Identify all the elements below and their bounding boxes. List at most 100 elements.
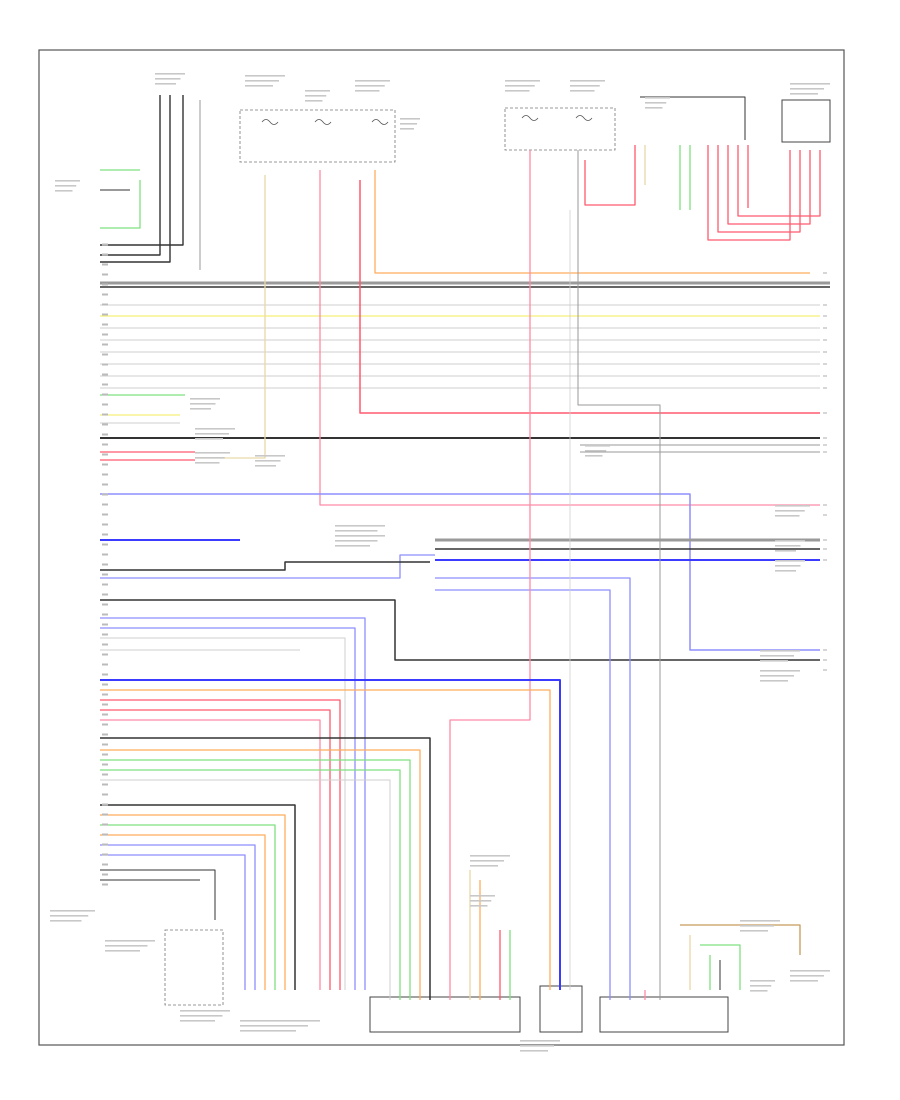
wire-red-main bbox=[359, 180, 820, 414]
label-mark-19-0 bbox=[470, 855, 510, 857]
left-pin-60 bbox=[102, 843, 108, 846]
left-pin-3 bbox=[102, 273, 108, 276]
label-mark-31-0 bbox=[585, 445, 610, 447]
wire-bl-7 bbox=[100, 869, 216, 920]
label-mark-11-0 bbox=[195, 452, 230, 454]
label-mark-24-0 bbox=[645, 97, 670, 99]
left-pin-46 bbox=[102, 703, 108, 706]
wire-red-tr-1 bbox=[584, 145, 636, 206]
label-mark-22-1 bbox=[750, 985, 772, 987]
label-mark-19-2 bbox=[470, 865, 498, 867]
left-pin-57 bbox=[102, 813, 108, 816]
left-pin-10 bbox=[102, 343, 108, 346]
label-mark-5-2 bbox=[505, 90, 530, 92]
left-pin-61 bbox=[102, 853, 108, 856]
wire-pink-long bbox=[319, 170, 820, 506]
label-mark-10-1 bbox=[195, 433, 229, 435]
wire-black-bottom bbox=[100, 737, 431, 1000]
label-mark-14-2 bbox=[50, 920, 82, 922]
fuse-symbols bbox=[261, 115, 593, 125]
left-pin-24 bbox=[102, 483, 108, 486]
left-pin-38 bbox=[102, 623, 108, 626]
wire-bl-1 bbox=[100, 804, 296, 990]
label-mark-9-0 bbox=[190, 398, 220, 400]
left-pin-13 bbox=[102, 373, 108, 376]
wire-green-top-left bbox=[100, 180, 141, 229]
label-mark-7-2 bbox=[790, 93, 818, 95]
left-pin-52 bbox=[102, 763, 108, 766]
label-mark-12-0 bbox=[335, 525, 385, 527]
label-mark-24-1 bbox=[645, 102, 667, 104]
wire-ground-3 bbox=[100, 95, 184, 246]
wire-brown-br bbox=[680, 924, 801, 955]
left-pin-41 bbox=[102, 653, 108, 656]
label-mark-9-2 bbox=[190, 408, 211, 410]
wire-orange-top bbox=[374, 170, 810, 274]
label-mark-23-0 bbox=[790, 970, 830, 972]
wire-lb-a bbox=[100, 617, 366, 990]
label-mark-20-0 bbox=[470, 895, 495, 897]
wire-black-long bbox=[100, 599, 820, 661]
left-pin-50 bbox=[102, 743, 108, 746]
left-pin-31 bbox=[102, 553, 108, 556]
label-mark-20-1 bbox=[470, 900, 492, 902]
fuse-box-top-right bbox=[504, 107, 616, 151]
label-mark-29-1 bbox=[760, 655, 794, 657]
label-mark-18-2 bbox=[520, 1050, 548, 1052]
label-mark-3-1 bbox=[355, 85, 385, 87]
left-pin-4 bbox=[102, 283, 108, 286]
wire-gray-right-down bbox=[577, 150, 661, 1000]
wire-ground-2 bbox=[100, 95, 171, 263]
label-mark-27-2 bbox=[775, 550, 796, 552]
left-pin-47 bbox=[102, 713, 108, 716]
label-mark-15-1 bbox=[105, 945, 148, 947]
label-mark-23-2 bbox=[790, 980, 818, 982]
label-mark-25-1 bbox=[255, 460, 281, 462]
label-mark-18-1 bbox=[520, 1045, 554, 1047]
right-edge-pin-marks bbox=[823, 272, 827, 671]
left-pin-42 bbox=[102, 663, 108, 666]
wire-red-tr-5 bbox=[737, 145, 821, 217]
left-pin-59 bbox=[102, 833, 108, 836]
wire-bl-6 bbox=[100, 854, 246, 990]
wire-red-bottom-2 bbox=[100, 709, 331, 990]
fuse-box-top-center bbox=[239, 109, 396, 163]
label-mark-17-0 bbox=[240, 1020, 320, 1022]
left-pin-34 bbox=[102, 583, 108, 586]
label-mark-27-1 bbox=[775, 545, 801, 547]
wire-orange-2 bbox=[100, 749, 421, 1000]
left-pin-64 bbox=[102, 883, 108, 886]
label-mark-28-0 bbox=[775, 560, 805, 562]
label-mark-4-0 bbox=[400, 118, 420, 120]
small-module-box bbox=[539, 985, 583, 1033]
left-pin-20 bbox=[102, 443, 108, 446]
label-mark-16-1 bbox=[180, 1015, 223, 1017]
connector-top-right bbox=[781, 99, 831, 143]
label-mark-1-0 bbox=[245, 75, 285, 77]
left-pin-39 bbox=[102, 633, 108, 636]
wire-lb-2 bbox=[100, 554, 435, 579]
label-mark-11-1 bbox=[195, 457, 225, 459]
label-mark-30-1 bbox=[760, 675, 794, 677]
label-mark-7-1 bbox=[790, 88, 824, 90]
left-pin-29 bbox=[102, 533, 108, 536]
label-mark-15-0 bbox=[105, 940, 155, 942]
left-pin-27 bbox=[102, 513, 108, 516]
wire-can-top bbox=[640, 96, 746, 140]
label-mark-12-1 bbox=[335, 530, 378, 532]
left-pin-36 bbox=[102, 603, 108, 606]
label-mark-1-1 bbox=[245, 80, 279, 82]
left-pin-53 bbox=[102, 773, 108, 776]
label-mark-10-2 bbox=[195, 438, 223, 440]
label-mark-11-2 bbox=[195, 462, 220, 464]
label-mark-5-0 bbox=[505, 80, 540, 82]
label-mark-17-1 bbox=[240, 1025, 308, 1027]
label-mark-23-1 bbox=[790, 975, 824, 977]
label-mark-9-1 bbox=[190, 403, 216, 405]
label-mark-13-1 bbox=[335, 540, 378, 542]
label-mark-0-2 bbox=[155, 83, 176, 85]
label-mark-21-0 bbox=[740, 920, 780, 922]
label-mark-21-1 bbox=[740, 925, 774, 927]
left-pin-1 bbox=[102, 253, 108, 256]
left-pin-30 bbox=[102, 543, 108, 546]
